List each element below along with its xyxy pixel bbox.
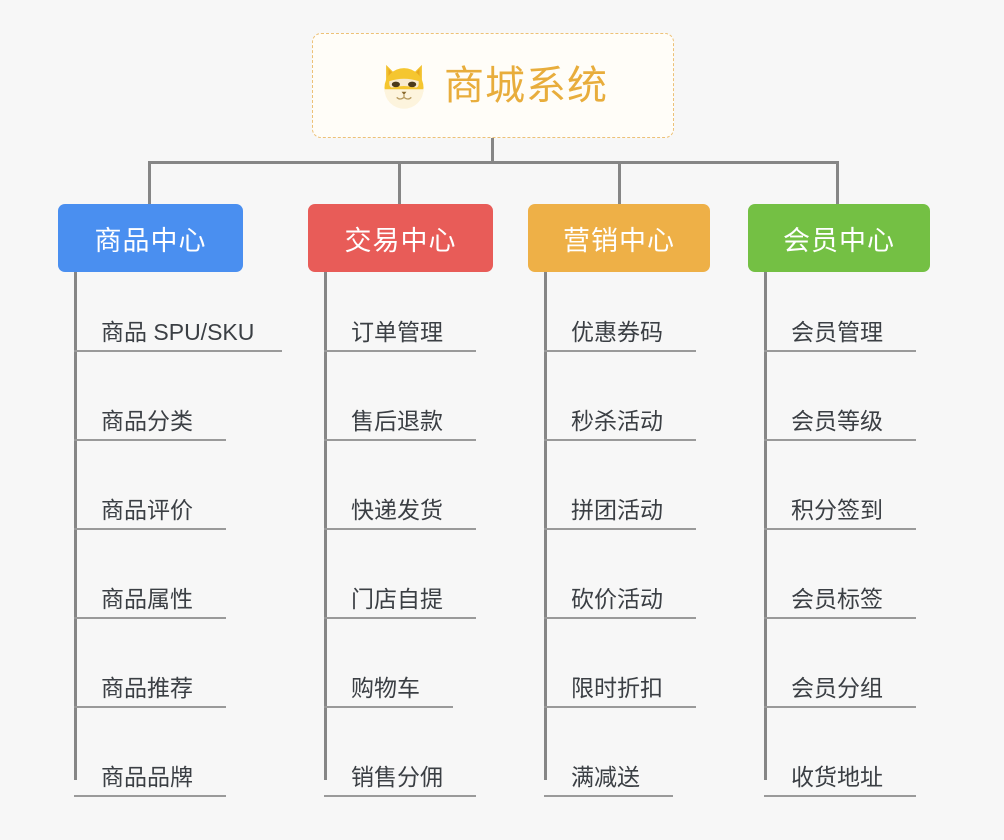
leaf-underline <box>74 617 226 619</box>
leaf-underline <box>544 795 673 797</box>
leaf-label: 满减送 <box>571 764 640 790</box>
leaf-underline <box>324 617 476 619</box>
connector-horizontal-bus <box>148 161 838 164</box>
leaf-underline <box>764 617 916 619</box>
connector-drop-branch-1 <box>398 161 401 204</box>
leaf-underline <box>74 706 226 708</box>
leaf-label: 商品品牌 <box>101 764 193 790</box>
branch-header-label-0: 商品中心 <box>94 225 207 256</box>
leaf-label: 商品分类 <box>101 408 193 434</box>
leaf-label: 拼团活动 <box>571 497 663 523</box>
branch-header-3[interactable]: 会员中心 <box>748 204 930 272</box>
leaf-label: 会员标签 <box>791 586 883 612</box>
leaf-underline <box>544 439 696 441</box>
branch-header-2[interactable]: 营销中心 <box>528 204 710 272</box>
leaf-label: 优惠券码 <box>571 319 663 345</box>
leaf-label: 商品推荐 <box>101 675 193 701</box>
branch-header-label-3: 会员中心 <box>783 225 895 256</box>
leaf-underline <box>324 528 476 530</box>
leaf-label: 购物车 <box>351 675 420 701</box>
branch-header-1[interactable]: 交易中心 <box>308 204 493 272</box>
leaf-label: 限时折扣 <box>571 675 663 701</box>
branch-trade-center: 交易中心 订单管理 售后退款 快递发货 门店自提 购物车 <box>308 204 493 797</box>
branch-header-0[interactable]: 商品中心 <box>58 204 243 272</box>
leaf-label: 砍价活动 <box>571 586 663 612</box>
leaf-label: 门店自提 <box>351 586 443 612</box>
connector-drop-branch-2 <box>618 161 621 204</box>
shiba-dog-face-icon <box>378 60 430 112</box>
leaf-underline <box>764 350 916 352</box>
branch-trunk-0 <box>74 272 77 780</box>
leaf-underline <box>764 706 916 708</box>
leaf-label: 商品 SPU/SKU <box>101 319 255 345</box>
leaf-underline <box>764 528 916 530</box>
branch-trunk-3 <box>764 272 767 780</box>
leaf-underline <box>324 795 476 797</box>
leaf-underline <box>74 350 282 352</box>
leaf-label: 商品属性 <box>101 586 193 612</box>
leaf-underline <box>544 350 696 352</box>
branch-member-center: 会员中心 会员管理 会员等级 积分签到 会员标签 会员分组 <box>748 204 930 797</box>
root-node[interactable]: 商城系统 <box>312 33 674 138</box>
leaf-underline <box>544 706 696 708</box>
branch-marketing-center: 营销中心 优惠券码 秒杀活动 拼团活动 砍价活动 限时折扣 <box>528 204 710 797</box>
leaf-label: 商品评价 <box>101 497 193 523</box>
branch-header-label-2: 营销中心 <box>563 225 675 256</box>
leaf-underline <box>544 617 696 619</box>
leaf-underline <box>74 439 226 441</box>
leaf-underline <box>324 439 476 441</box>
leaf-label: 收货地址 <box>791 764 883 790</box>
leaf-underline <box>74 795 226 797</box>
leaf-underline <box>764 439 916 441</box>
leaf-label: 秒杀活动 <box>571 408 663 434</box>
connector-drop-branch-0 <box>148 161 151 204</box>
leaf-label: 积分签到 <box>791 497 883 523</box>
leaf-label: 售后退款 <box>351 408 443 434</box>
leaf-label: 订单管理 <box>351 319 443 345</box>
branch-trunk-1 <box>324 272 327 780</box>
leaf-underline <box>324 350 476 352</box>
branch-product-center: 商品中心 商品 SPU/SKU 商品分类 商品评价 商品属性 商品推荐 <box>58 204 282 797</box>
leaf-underline <box>764 795 916 797</box>
leaf-underline <box>74 528 226 530</box>
leaf-label: 销售分佣 <box>351 764 443 790</box>
root-title: 商城系统 <box>444 63 608 108</box>
branch-trunk-2 <box>544 272 547 780</box>
leaf-label: 会员管理 <box>791 319 883 345</box>
connector-root-stem <box>491 138 494 164</box>
leaf-label: 快递发货 <box>351 497 443 523</box>
connector-drop-branch-3 <box>836 161 839 204</box>
branch-header-label-1: 交易中心 <box>344 225 457 256</box>
leaf-underline <box>324 706 453 708</box>
leaf-underline <box>544 528 696 530</box>
leaf-label: 会员分组 <box>791 675 883 701</box>
leaf-label: 会员等级 <box>791 408 883 434</box>
